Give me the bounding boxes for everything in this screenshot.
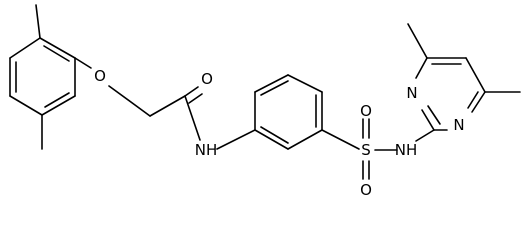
structure-canvas: O O NH S O O NH N N bbox=[9, 4, 521, 199]
ether-oxygen-label: O bbox=[94, 67, 106, 85]
pyrimidine-n-upper-label: N bbox=[406, 84, 417, 102]
dimethylphenyl-ring bbox=[9, 37, 76, 116]
carbonyl-double-bond-2 bbox=[188, 93, 203, 104]
sulfonyl-oxygen-bottom-label: O bbox=[360, 181, 372, 199]
amide-nh-label: NH bbox=[195, 141, 218, 159]
o-ch2-bond bbox=[108, 85, 151, 117]
n-pyrimidine-bond bbox=[415, 129, 435, 142]
sulfonyl-oxygen-top-label: O bbox=[360, 102, 372, 120]
aryl-o-bond bbox=[74, 57, 92, 69]
aryl-s-bond bbox=[321, 129, 360, 150]
pyrimidine-ring bbox=[415, 57, 486, 131]
n-aryl-bond bbox=[216, 129, 256, 150]
ch2-carbonyl-bond bbox=[149, 95, 186, 117]
methyl-bond-top bbox=[35, 4, 41, 39]
pyrimidine-n-lower-label: N bbox=[453, 116, 464, 134]
carbonyl-double-bond-1 bbox=[184, 86, 199, 97]
chemical-structure-diagram: O O NH S O O NH N N bbox=[9, 4, 521, 199]
sulfur-label: S bbox=[361, 141, 371, 159]
methyl-bond-pyrimidine-left bbox=[407, 23, 428, 59]
carbonyl-c-n-bond bbox=[184, 95, 201, 141]
sulfonamide-nh-label: NH bbox=[395, 141, 418, 159]
phenylene-ring bbox=[254, 74, 323, 150]
carbonyl-oxygen-label: O bbox=[201, 70, 213, 88]
